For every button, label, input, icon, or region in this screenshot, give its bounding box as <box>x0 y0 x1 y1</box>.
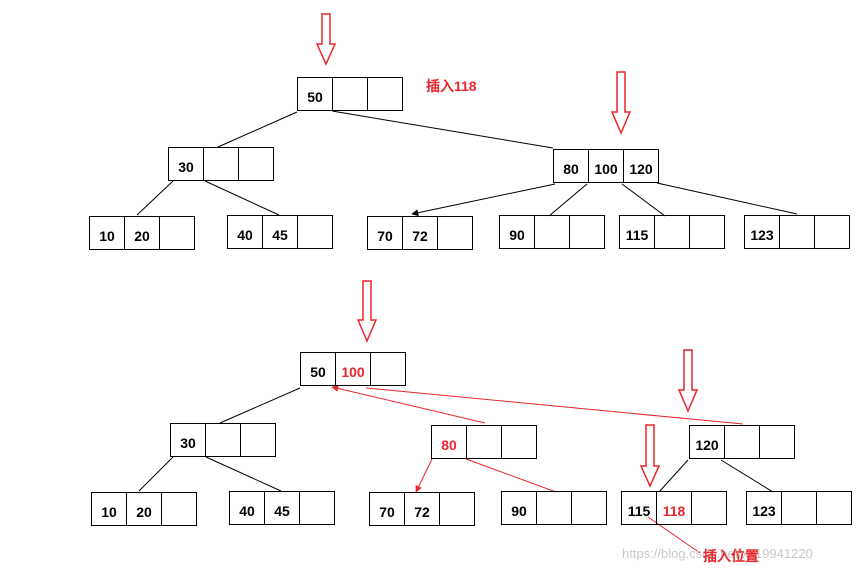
key-cell-new: 80 <box>431 425 467 459</box>
key-cell <box>297 215 333 249</box>
pointer-arrow-bottom-leaf <box>639 424 661 488</box>
top-leaf-90: 90 <box>499 215 605 249</box>
insert-position-label: 插入位置 <box>703 548 759 564</box>
top-leaf-123: 123 <box>744 215 850 249</box>
key-cell: 100 <box>588 149 624 183</box>
key-cell: 120 <box>689 425 725 459</box>
key-cell <box>240 423 276 457</box>
top-leaf-115: 115 <box>619 215 725 249</box>
bottom-leaf-90: 90 <box>501 491 607 525</box>
key-cell: 20 <box>126 492 162 526</box>
key-cell: 40 <box>229 491 265 525</box>
key-cell: 72 <box>404 492 440 526</box>
key-cell <box>654 215 690 249</box>
key-cell <box>332 77 368 111</box>
key-cell <box>466 425 502 459</box>
key-cell <box>367 77 403 111</box>
key-cell <box>238 147 274 181</box>
bottom-tree-edges <box>138 387 774 493</box>
bottom-leaf-10-20: 10 20 <box>91 492 197 526</box>
key-cell-inserted: 118 <box>656 491 692 525</box>
key-cell: 80 <box>553 149 589 183</box>
key-cell <box>571 491 607 525</box>
key-cell <box>203 147 239 181</box>
key-cell: 30 <box>168 147 204 181</box>
top-node-30: 30 <box>168 147 274 181</box>
bottom-node-80: 80 <box>431 425 537 459</box>
key-cell <box>205 423 241 457</box>
key-cell-new: 100 <box>335 352 371 386</box>
key-cell: 50 <box>300 352 336 386</box>
key-cell: 90 <box>501 491 537 525</box>
key-cell: 70 <box>367 216 403 250</box>
top-tree-edges <box>136 110 798 217</box>
key-cell <box>691 491 727 525</box>
key-cell <box>814 215 850 249</box>
bottom-leaf-70-72: 70 72 <box>369 492 475 526</box>
key-cell <box>299 491 335 525</box>
key-cell <box>536 491 572 525</box>
pointer-arrow-top-root <box>315 13 337 66</box>
key-cell: 115 <box>619 215 655 249</box>
watermark-url: https://blog.csdn.net/xx19941220 <box>622 546 813 561</box>
key-cell: 115 <box>621 491 657 525</box>
key-cell <box>534 215 570 249</box>
key-cell: 70 <box>369 492 405 526</box>
key-cell: 30 <box>170 423 206 457</box>
key-cell <box>779 215 815 249</box>
key-cell: 10 <box>91 492 127 526</box>
key-cell: 40 <box>227 215 263 249</box>
key-cell <box>724 425 760 459</box>
key-cell <box>501 425 537 459</box>
top-root-node: 50 <box>297 77 403 111</box>
key-cell: 50 <box>297 77 333 111</box>
key-cell <box>759 425 795 459</box>
key-cell <box>569 215 605 249</box>
bottom-tree-red-edges <box>331 385 744 554</box>
top-leaf-10-20: 10 20 <box>89 216 195 250</box>
key-cell <box>439 492 475 526</box>
key-cell <box>816 491 852 525</box>
pointer-arrow-bottom-root <box>356 280 378 343</box>
key-cell <box>370 352 406 386</box>
key-cell: 90 <box>499 215 535 249</box>
top-leaf-70-72: 70 72 <box>367 216 473 250</box>
top-leaf-40-45: 40 45 <box>227 215 333 249</box>
key-cell: 10 <box>89 216 125 250</box>
key-cell: 45 <box>264 491 300 525</box>
key-cell: 120 <box>623 149 659 183</box>
bottom-leaf-123: 123 <box>746 491 852 525</box>
top-node-80-100-120: 80 100 120 <box>553 149 659 183</box>
pointer-arrow-bottom-right <box>677 349 699 413</box>
key-cell: 45 <box>262 215 298 249</box>
key-cell: 72 <box>402 216 438 250</box>
bottom-node-30: 30 <box>170 423 276 457</box>
bottom-leaf-40-45: 40 45 <box>229 491 335 525</box>
insert-118-title: 插入118 <box>426 78 477 94</box>
key-cell: 123 <box>744 215 780 249</box>
pointer-arrow-top-right <box>610 71 632 135</box>
key-cell <box>437 216 473 250</box>
key-cell <box>161 492 197 526</box>
bottom-root-node: 50 100 <box>300 352 406 386</box>
bottom-node-120: 120 <box>689 425 795 459</box>
key-cell <box>781 491 817 525</box>
key-cell <box>159 216 195 250</box>
key-cell: 123 <box>746 491 782 525</box>
bottom-leaf-115-118: 115 118 <box>621 491 727 525</box>
key-cell: 20 <box>124 216 160 250</box>
key-cell <box>689 215 725 249</box>
